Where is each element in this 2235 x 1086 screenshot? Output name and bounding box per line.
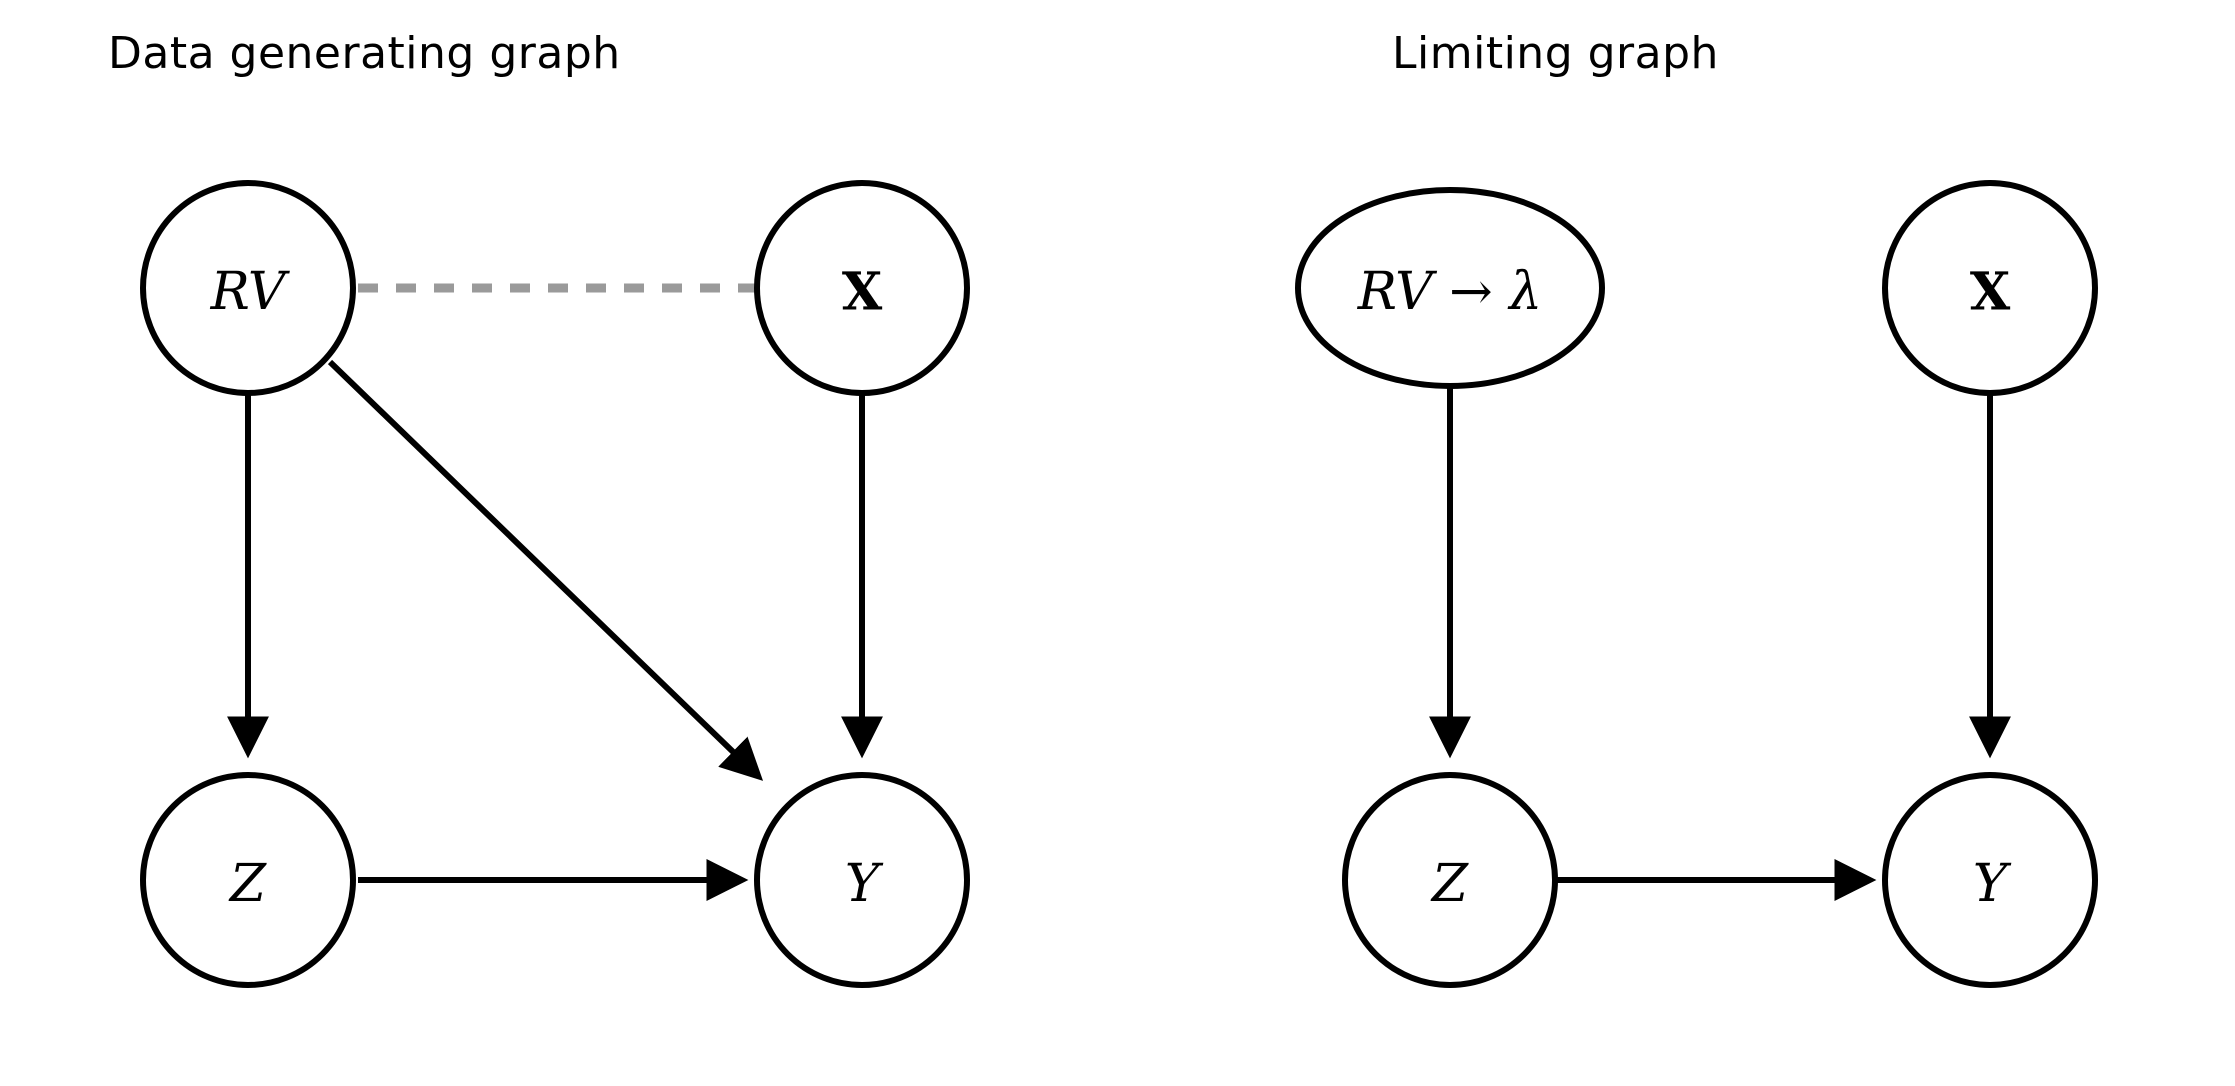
edge-rv-to-y [327, 359, 764, 781]
node-y-label-right: Y [1973, 854, 2012, 914]
node-rv-circle[interactable] [140, 180, 356, 396]
node-x-circle-right[interactable] [1882, 180, 2098, 396]
node-x-label-right: X [1970, 262, 2011, 323]
node-y-circle-left[interactable] [754, 772, 970, 988]
right-panel-title: Limiting graph [1392, 28, 1719, 79]
node-y-circle-right[interactable] [1882, 772, 2098, 988]
left-panel-title: Data generating graph [108, 28, 621, 79]
node-rv-lambda-ellipse[interactable] [1295, 187, 1605, 389]
node-z-label-left: Z [228, 854, 267, 914]
node-z-label-right: Z [1430, 854, 1469, 914]
node-z-circle-right[interactable] [1342, 772, 1558, 988]
node-x-circle-left[interactable] [754, 180, 970, 396]
node-y-label-left: Y [845, 854, 884, 914]
node-x-label-left: X [842, 262, 883, 323]
node-rv-lambda-label: RV → λ [1357, 262, 1542, 322]
node-z-circle-left[interactable] [140, 772, 356, 988]
node-rv-label: RV [210, 262, 290, 322]
